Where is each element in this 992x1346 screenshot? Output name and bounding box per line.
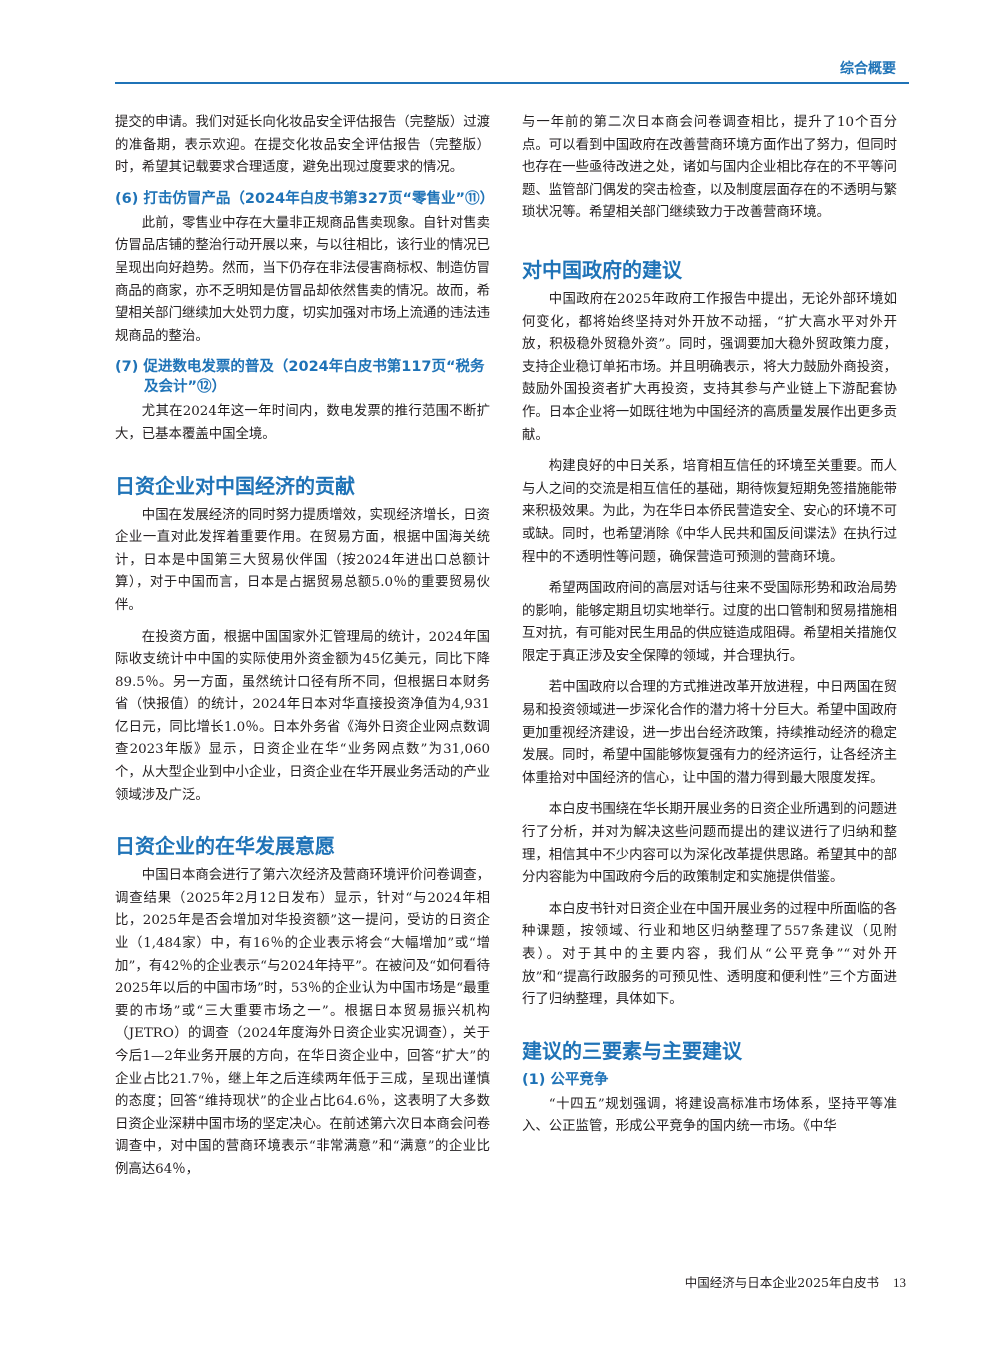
paragraph: 提交的申请。我们对延长向化妆品安全评估报告（完整版）过渡的准备期，表示欢迎。在提… <box>115 115 490 176</box>
paragraph: 此前，零售业中存在大量非正规商品售卖现象。自针对售卖仿冒品店铺的整治行动开展以来… <box>115 215 490 344</box>
paragraph: 中国在发展经济的同时努力提质增效，实现经济增长，日资企业一直对此发挥着重要作用。… <box>115 507 490 613</box>
left-column: 提交的申请。我们对延长向化妆品安全评估报告（完整版）过渡的准备期，表示欢迎。在提… <box>115 112 495 1191</box>
paragraph: 若中国政府以合理的方式推进改革开放进程，中日两国在贸易和投资领域进一步深化合作的… <box>522 680 897 786</box>
paragraph: 希望两国政府间的高层对话与往来不受国际形势和政治局势的影响，能够定期且切实地举行… <box>522 581 897 664</box>
paragraph: 与一年前的第二次日本商会问卷调查相比，提升了10个百分点。可以看到中国政府在改善… <box>522 115 897 221</box>
paragraph: 构建良好的中日关系，培育相互信任的环境至关重要。而人与人之间的交流是相互信任的基… <box>522 459 897 565</box>
page-footer: 中国经济与日本企业2025年白皮书 13 <box>685 1272 906 1291</box>
heading-contribution: 日资企业对中国经济的贡献 <box>115 473 355 498</box>
paragraph: “十四五”规划强调，将建设高标准市场体系，坚持平等准入、公正监管，形成公平竞争的… <box>522 1096 897 1135</box>
paragraph: 中国日本商会进行了第六次经济及营商环境评价问卷调查，调查结果（2025年2月12… <box>115 868 490 1177</box>
heading-development-intent: 日资企业的在华发展意愿 <box>115 834 335 859</box>
page-number: 13 <box>893 1275 906 1290</box>
header-rule <box>115 82 909 84</box>
paragraph: 中国政府在2025年政府工作报告中提出，无论外部环境如何变化，都将始终坚持对外开… <box>522 291 897 443</box>
paragraph: 在投资方面，根据中国国家外汇管理局的统计，2024年国际收支统计中中国的实际使用… <box>115 629 490 803</box>
paragraph: 尤其在2024年这一年时间内，数电发票的推行范围不断扩大，已基本覆盖中国全境。 <box>115 404 490 442</box>
subheading-counterfeit: (6) 打击仿冒产品（2024年白皮书第327页“零售业”⑪） <box>115 190 495 207</box>
footer-title: 中国经济与日本企业2025年白皮书 <box>684 1275 879 1290</box>
heading-three-elements: 建议的三要素与主要建议 <box>522 1038 742 1063</box>
subheading-fair-competition: (1) 公平竞争 <box>522 1071 609 1088</box>
section-tag: 综合概要 <box>840 61 896 77</box>
subheading-e-invoice: (7) 促进数电发票的普及（2024年白皮书第117页“税务及会计”⑫） <box>115 359 485 396</box>
paragraph: 本白皮书针对日资企业在中国开展业务的过程中所面临的各种课题，按领域、行业和地区归… <box>522 901 897 1008</box>
heading-suggestions: 对中国政府的建议 <box>522 257 682 282</box>
right-column: 与一年前的第二次日本商会问卷调查相比，提升了10个百分点。可以看到中国政府在改善… <box>522 112 897 1148</box>
paragraph: 本白皮书围绕在华长期开展业务的日资企业所遇到的问题进行了分析，并对为解决这些问题… <box>522 802 897 886</box>
